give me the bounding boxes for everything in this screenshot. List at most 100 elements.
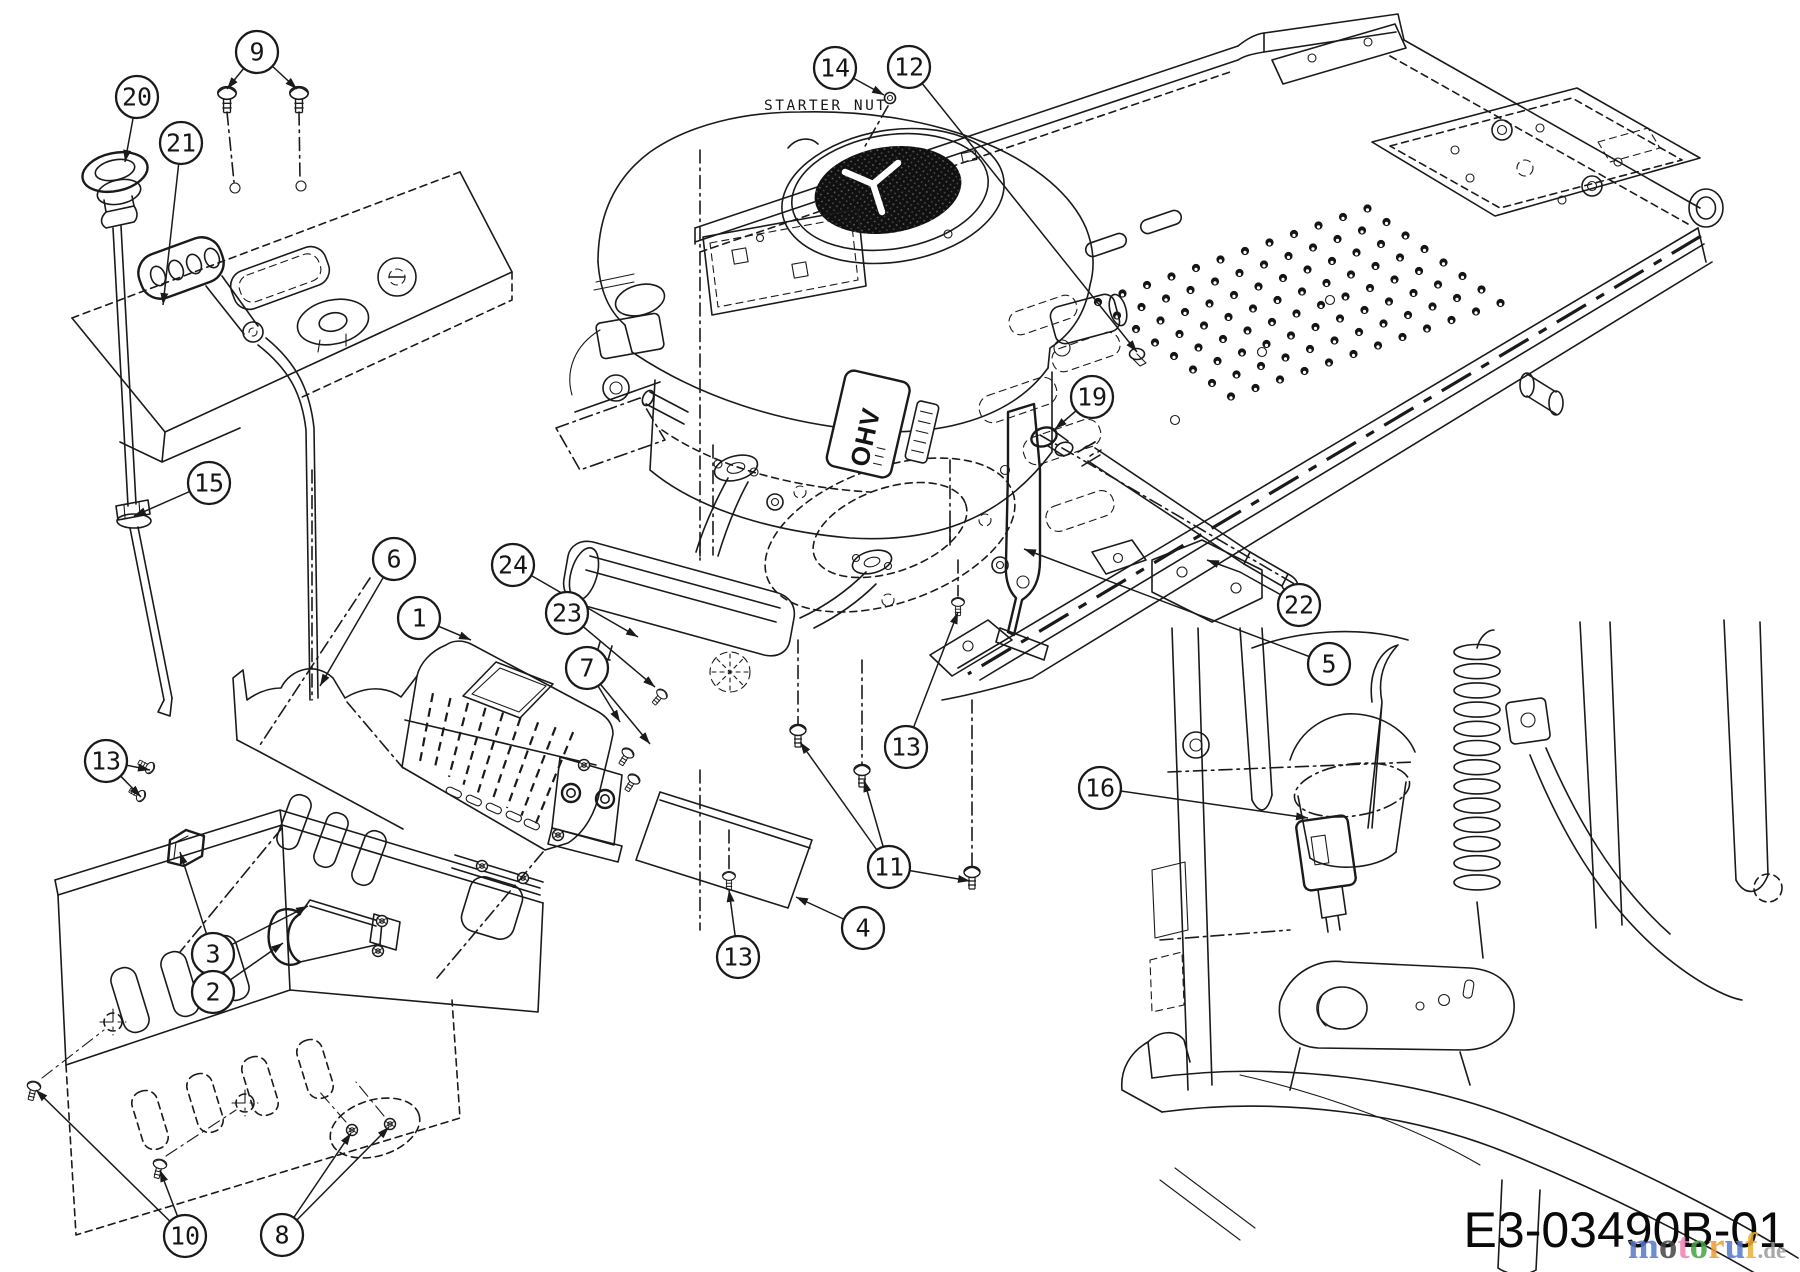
carburetor-cluster: [569, 273, 689, 425]
callout-number: 1: [411, 604, 426, 633]
fan-screen-logo: [841, 159, 902, 216]
callout-number: 3: [205, 940, 220, 969]
callout-11: 11: [799, 741, 971, 890]
callout-number: 7: [579, 654, 594, 683]
callout-1: 1: [396, 595, 472, 641]
choke-lever-boot: [137, 236, 264, 343]
support-bracket-5: [995, 402, 1049, 661]
callout-2: 2: [190, 942, 284, 1015]
spring: [1453, 643, 1501, 891]
cable-clamp-assembly: [267, 899, 401, 966]
lower-frame-assembly: [23, 756, 544, 1236]
callout-number: 10: [170, 1222, 200, 1251]
callout-number: 13: [723, 943, 753, 972]
callout-balloon: [396, 595, 442, 641]
starter-nut: [863, 91, 897, 149]
callout-balloon: [114, 74, 160, 120]
heat-shield-assembly: [232, 577, 670, 863]
part-number: E3-03490B-01: [1464, 1202, 1786, 1258]
callout-balloon: [158, 120, 204, 166]
callout-22: 22: [1206, 559, 1322, 628]
cover-louvers: [418, 692, 575, 824]
callout-balloon: [371, 536, 417, 582]
deck-frame-assembly: [555, 13, 1724, 701]
callout-balloon: [190, 969, 236, 1015]
callout-13: 13: [83, 738, 151, 798]
callout-15: 15: [133, 460, 232, 517]
callout-balloon: [883, 724, 929, 770]
callout-balloon: [886, 44, 932, 90]
callout-number: 21: [166, 129, 196, 158]
bumper-knob-19: [1030, 426, 1074, 457]
callout-number: 2: [205, 978, 220, 1007]
callout-3: 3: [179, 851, 309, 977]
callout-balloon: [1276, 582, 1322, 628]
callout-number: 9: [249, 38, 264, 67]
callout-number: 15: [194, 469, 224, 498]
callout-number: 23: [552, 599, 582, 628]
callout-number: 8: [274, 1221, 289, 1250]
callout-7: 7: [564, 645, 651, 745]
exhaust-flanges: [713, 454, 893, 575]
callout-13: 13: [715, 889, 761, 980]
muffler-assembly: [562, 477, 877, 693]
lever-arm: [1278, 960, 1515, 1091]
callout-8: 8: [259, 1126, 390, 1258]
callout-19: 19: [1054, 374, 1115, 430]
callout-number: 20: [122, 83, 152, 112]
callout-23: 23: [544, 590, 656, 688]
callout-balloon: [1077, 765, 1123, 811]
detail-inset: [1121, 619, 1799, 1272]
watermark: motoruf.de: [1628, 1226, 1786, 1267]
callout-balloon: [840, 905, 886, 951]
callout-4: 4: [795, 896, 886, 951]
callout-balloon: [715, 934, 761, 980]
choke-cable: [81, 150, 319, 717]
control-panel-assembly: [71, 85, 513, 463]
callout-balloon: [812, 45, 858, 91]
callout-balloon: [490, 542, 536, 588]
support-strut-22: [1039, 434, 1316, 597]
callout-number: 11: [874, 853, 904, 882]
callout-balloon: [259, 1212, 305, 1258]
starter-motor: [1049, 293, 1128, 357]
callout-balloon: [162, 1213, 208, 1259]
callout-number: 24: [498, 551, 528, 580]
fuel-solenoid-16: [1295, 814, 1357, 933]
callout-number: 5: [1321, 650, 1336, 679]
muffler-emboss: [709, 651, 751, 693]
callout-16: 16: [1077, 765, 1309, 821]
callout-balloon: [544, 590, 590, 636]
callout-balloon: [564, 645, 610, 691]
callout-13: 13: [883, 611, 959, 770]
tread-plate-perforations: [1093, 204, 1505, 401]
callout-number: 14: [820, 54, 850, 83]
starter-nut-label: STARTER NUT: [764, 98, 888, 114]
callout-number: 4: [855, 914, 870, 943]
callout-6: 6: [319, 536, 417, 687]
callout-number: 13: [91, 747, 121, 776]
callout-12: 12: [886, 44, 1138, 353]
callout-balloon: [83, 738, 129, 784]
callout-9: 9: [226, 29, 298, 90]
callout-number: 13: [891, 733, 921, 762]
callout-24: 24: [490, 542, 639, 638]
callout-number: 19: [1077, 383, 1107, 412]
mount-bolt-12: [1128, 347, 1147, 367]
ohv-engine-label: OHV: [825, 369, 911, 479]
callout-10: 10: [35, 1089, 208, 1259]
callout-number: 6: [386, 545, 401, 574]
callout-number: 12: [894, 53, 924, 82]
callout-balloon: [186, 460, 232, 506]
callout-balloon: [234, 29, 280, 75]
callout-balloon: [866, 844, 912, 890]
callout-5: 5: [1023, 548, 1352, 687]
callout-20: 20: [114, 74, 160, 163]
callout-14: 14: [812, 45, 885, 96]
shield-plate-4: [311, 149, 981, 931]
callout-balloon: [1069, 374, 1115, 420]
callout-number: 16: [1085, 774, 1115, 803]
callout-balloon: [1306, 641, 1352, 687]
